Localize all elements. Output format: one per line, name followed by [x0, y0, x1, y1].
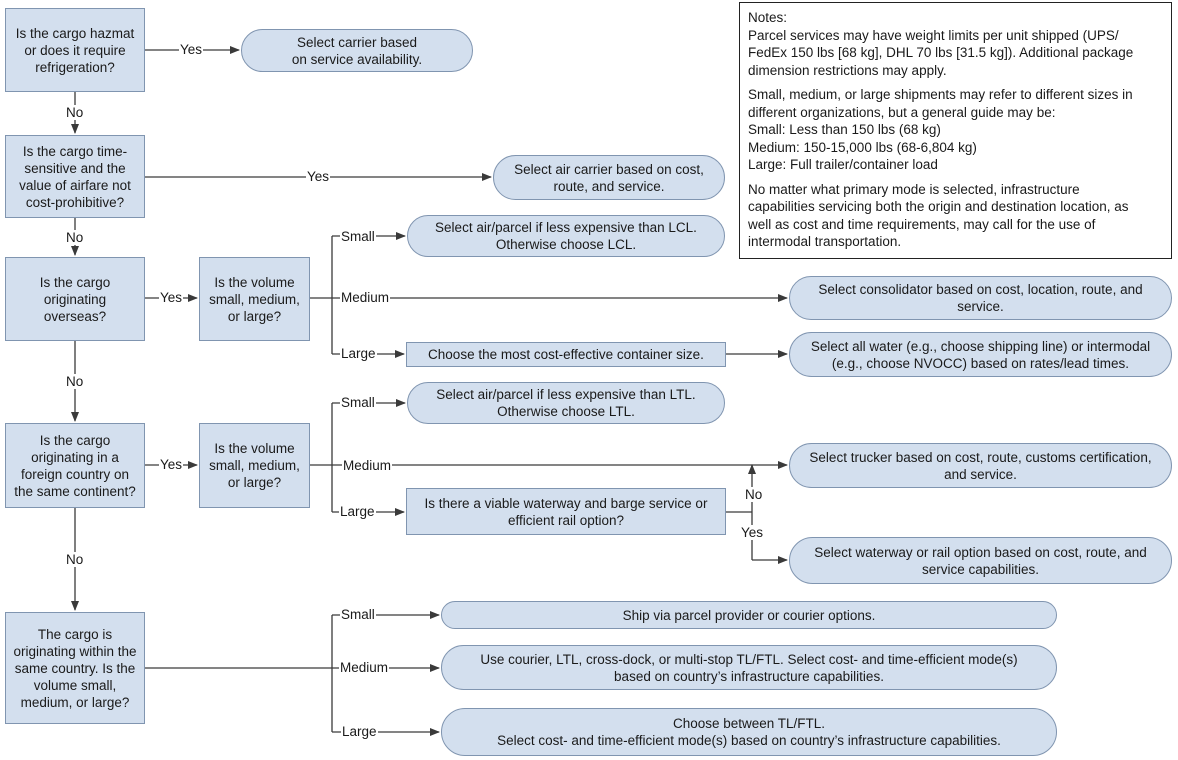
outcome-parcel-text: Ship via parcel provider or courier opti… — [622, 607, 876, 623]
outcome-air-carrier: Select air carrier based on cost, route,… — [493, 155, 725, 200]
notes-parcel-limits: Parcel services may have weight limits p… — [748, 27, 1134, 78]
notes-intermodal: No matter what primary mode is selected,… — [748, 181, 1129, 250]
notes-panel: Notes: Parcel services may have weight l… — [739, 2, 1172, 259]
label-waterway-no: No — [744, 487, 764, 502]
decision-container-size: Choose the most cost-effective container… — [406, 342, 726, 367]
label-overseas-medium: Medium — [340, 290, 391, 305]
decision-same-country-text: The cargo is originating within the same… — [13, 626, 137, 710]
label-country-medium: Medium — [339, 660, 390, 675]
decision-waterway-text: Is there a viable waterway and barge ser… — [424, 495, 708, 528]
decision-time-sensitive-text: Is the cargo time- sensitive and the val… — [19, 143, 131, 210]
notes-title: Notes: — [748, 10, 788, 25]
outcome-air-ltl-text: Select air/parcel if less expensive than… — [436, 387, 696, 419]
decision-volume-overseas: Is the volume small, medium, or large? — [199, 257, 310, 341]
label-country-small: Small — [340, 607, 376, 622]
label-waterway-yes: Yes — [740, 525, 765, 540]
label-continent-yes: Yes — [159, 457, 184, 472]
outcome-consolidator-text: Select consolidator based on cost, locat… — [818, 282, 1143, 314]
outcome-waterway-rail: Select waterway or rail option based on … — [789, 537, 1172, 584]
decision-same-country: The cargo is originating within the same… — [5, 612, 145, 724]
label-time-no: No — [65, 230, 85, 245]
decision-volume-overseas-text: Is the volume small, medium, or large? — [209, 274, 300, 324]
outcome-service-carrier: Select carrier based on service availabi… — [241, 29, 473, 72]
outcome-air-lcl-text: Select air/parcel if less expensive than… — [435, 220, 697, 252]
decision-waterway: Is there a viable waterway and barge ser… — [406, 488, 726, 535]
outcome-air-lcl: Select air/parcel if less expensive than… — [407, 215, 725, 257]
outcome-trucker: Select trucker based on cost, route, cus… — [789, 443, 1172, 488]
outcome-waterway-rail-text: Select waterway or rail option based on … — [814, 544, 1147, 577]
decision-time-sensitive: Is the cargo time- sensitive and the val… — [5, 135, 145, 218]
decision-container-size-text: Choose the most cost-effective container… — [428, 347, 704, 362]
label-continent-small: Small — [340, 395, 376, 410]
label-overseas-small: Small — [340, 229, 376, 244]
label-continent-medium: Medium — [342, 458, 393, 473]
label-country-large: Large — [341, 724, 378, 739]
label-continent-large: Large — [339, 504, 376, 519]
outcome-trucker-text: Select trucker based on cost, route, cus… — [809, 449, 1152, 482]
decision-hazmat-text: Is the cargo hazmat or does it require r… — [15, 25, 135, 75]
label-overseas-large: Large — [340, 346, 377, 361]
label-overseas-yes: Yes — [159, 290, 184, 305]
notes-size-guide: Small, medium, or large shipments may re… — [748, 87, 1133, 172]
decision-volume-continent: Is the volume small, medium, or large? — [199, 423, 310, 508]
decision-hazmat: Is the cargo hazmat or does it require r… — [5, 8, 145, 92]
label-hazmat-yes: Yes — [179, 42, 204, 57]
label-hazmat-no: No — [65, 105, 85, 120]
outcome-water-intermodal: Select all water (e.g., choose shipping … — [789, 332, 1172, 377]
decision-foreign-same-continent: Is the cargo originating in a foreign co… — [5, 423, 145, 508]
label-overseas-no: No — [65, 374, 85, 389]
outcome-tl-ftl: Choose between TL/FTL. Select cost- and … — [441, 708, 1057, 756]
outcome-tl-ftl-text: Choose between TL/FTL. Select cost- and … — [497, 716, 1001, 748]
outcome-water-intermodal-text: Select all water (e.g., choose shipping … — [810, 338, 1151, 371]
outcome-air-ltl: Select air/parcel if less expensive than… — [407, 382, 725, 424]
decision-volume-continent-text: Is the volume small, medium, or large? — [209, 441, 300, 490]
outcome-parcel: Ship via parcel provider or courier opti… — [441, 601, 1057, 629]
decision-overseas-text: Is the cargo originating overseas? — [39, 274, 111, 324]
outcome-consolidator: Select consolidator based on cost, locat… — [789, 276, 1172, 320]
outcome-air-carrier-text: Select air carrier based on cost, route,… — [514, 161, 704, 194]
label-time-yes: Yes — [306, 169, 331, 184]
outcome-courier-text: Use courier, LTL, cross-dock, or multi-s… — [480, 651, 1018, 684]
outcome-service-carrier-text: Select carrier based on service availabi… — [291, 34, 423, 67]
decision-overseas: Is the cargo originating overseas? — [5, 257, 145, 341]
outcome-courier: Use courier, LTL, cross-dock, or multi-s… — [441, 645, 1057, 690]
label-continent-no: No — [65, 552, 85, 567]
decision-foreign-same-continent-text: Is the cargo originating in a foreign co… — [14, 432, 136, 499]
